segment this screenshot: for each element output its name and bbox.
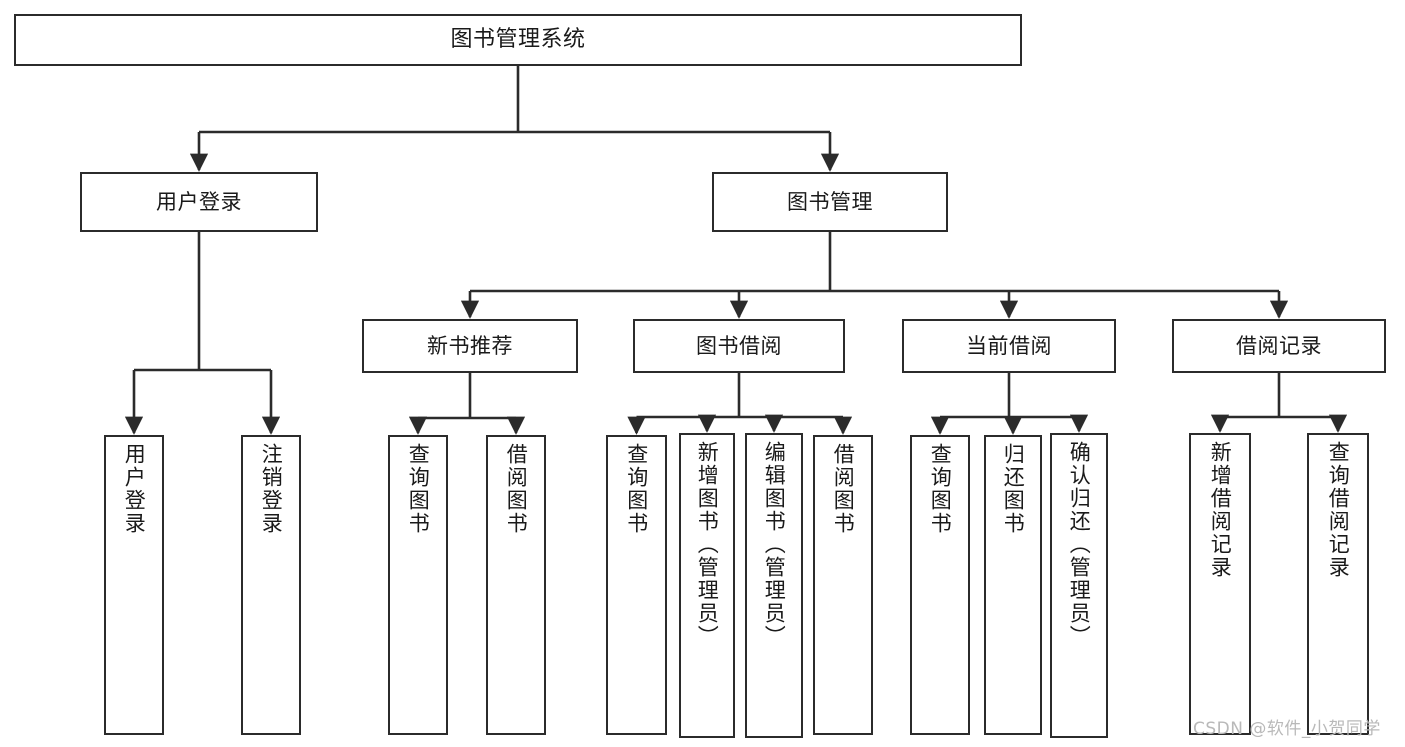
node-label-leaf-query-book-2: 查询图书 xyxy=(624,443,649,535)
node-label-leaf-query-book-3: 查询图书 xyxy=(928,443,953,535)
node-leaf-query-book-2[interactable]: 查询图书 xyxy=(606,435,667,735)
node-label-borrow-record: 借阅记录 xyxy=(1236,333,1322,358)
node-label-current-borrow: 当前借阅 xyxy=(966,333,1052,358)
node-leaf-query-book-1[interactable]: 查询图书 xyxy=(388,435,448,735)
node-leaf-confirm-return[interactable]: 确认归还（管理员） xyxy=(1050,433,1108,738)
node-label-leaf-user-logout: 注销登录 xyxy=(259,443,284,535)
node-label-leaf-user-login: 用户登录 xyxy=(122,443,147,535)
node-label-book-borrow: 图书借阅 xyxy=(696,333,782,358)
node-leaf-edit-book[interactable]: 编辑图书（管理员） xyxy=(745,433,803,738)
node-leaf-query-record[interactable]: 查询借阅记录 xyxy=(1307,433,1369,735)
node-label-book-manage: 图书管理 xyxy=(787,189,873,214)
node-new-book-rec[interactable]: 新书推荐 xyxy=(362,319,578,373)
node-borrow-record[interactable]: 借阅记录 xyxy=(1172,319,1386,373)
node-label-new-book-rec: 新书推荐 xyxy=(427,333,513,358)
node-leaf-user-login[interactable]: 用户登录 xyxy=(104,435,164,735)
node-current-borrow[interactable]: 当前借阅 xyxy=(902,319,1116,373)
node-label-user-login: 用户登录 xyxy=(156,189,242,214)
node-book-borrow[interactable]: 图书借阅 xyxy=(633,319,845,373)
node-label-leaf-query-book-1: 查询图书 xyxy=(406,443,431,535)
node-label-leaf-return-book: 归还图书 xyxy=(1001,443,1026,535)
node-label-leaf-borrow-book-2: 借阅图书 xyxy=(831,443,856,535)
node-leaf-query-book-3[interactable]: 查询图书 xyxy=(910,435,970,735)
node-label-leaf-query-record: 查询借阅记录 xyxy=(1326,441,1351,579)
node-leaf-borrow-book-2[interactable]: 借阅图书 xyxy=(813,435,873,735)
node-user-login[interactable]: 用户登录 xyxy=(80,172,318,232)
node-label-leaf-edit-book: 编辑图书（管理员） xyxy=(762,441,787,648)
node-label-leaf-add-book: 新增图书（管理员） xyxy=(695,441,720,648)
node-leaf-return-book[interactable]: 归还图书 xyxy=(984,435,1042,735)
node-leaf-borrow-book-1[interactable]: 借阅图书 xyxy=(486,435,546,735)
node-label-leaf-confirm-return: 确认归还（管理员） xyxy=(1067,441,1092,648)
node-book-manage[interactable]: 图书管理 xyxy=(712,172,948,232)
node-root[interactable]: 图书管理系统 xyxy=(14,14,1022,66)
node-label-root: 图书管理系统 xyxy=(450,27,586,53)
node-leaf-add-record[interactable]: 新增借阅记录 xyxy=(1189,433,1251,735)
node-label-leaf-add-record: 新增借阅记录 xyxy=(1208,441,1233,579)
node-leaf-user-logout[interactable]: 注销登录 xyxy=(241,435,301,735)
node-leaf-add-book[interactable]: 新增图书（管理员） xyxy=(679,433,735,738)
node-label-leaf-borrow-book-1: 借阅图书 xyxy=(504,443,529,535)
